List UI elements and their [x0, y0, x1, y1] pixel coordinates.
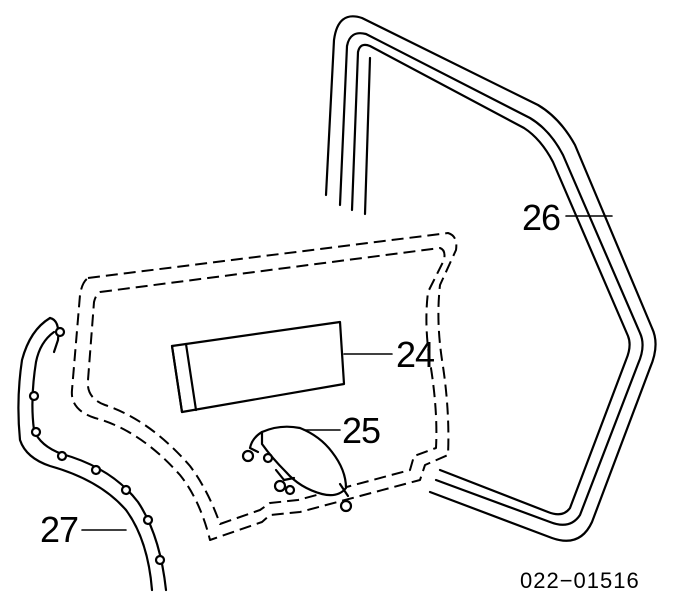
door-panel-outline [70, 232, 458, 541]
callout-24: 24 [396, 334, 435, 375]
molding-27 [17, 316, 168, 592]
handle-25 [241, 425, 353, 513]
weatherstrip-26 [324, 15, 657, 542]
callout-27: 27 [40, 509, 79, 550]
callout-25: 25 [342, 410, 381, 451]
pad-24 [170, 320, 346, 414]
drawing-code: 022−01516 [520, 568, 640, 593]
callout-26: 26 [522, 197, 561, 238]
